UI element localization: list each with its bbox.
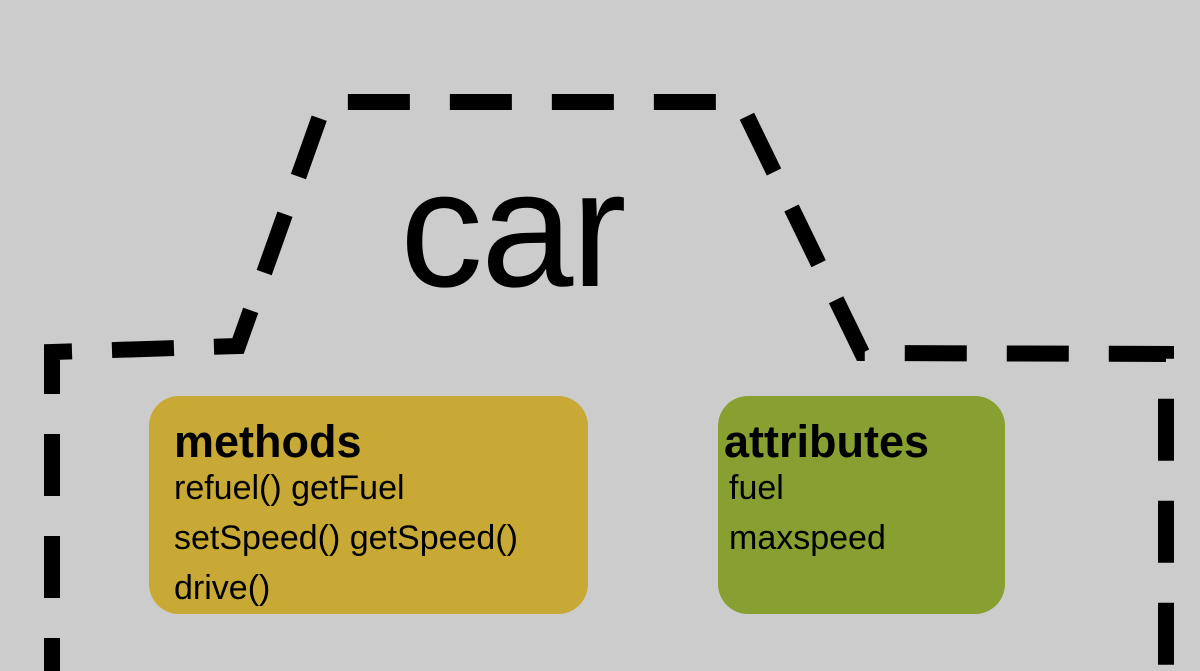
attribute-item: fuel — [729, 469, 784, 507]
diagram-title: car — [400, 137, 627, 322]
method-item: refuel() getFuel — [174, 469, 405, 507]
methods-heading: methods — [174, 416, 362, 467]
attribute-item: maxspeed — [729, 519, 886, 557]
method-item: setSpeed() getSpeed() — [174, 519, 518, 557]
attributes-list: fuel maxspeed — [724, 463, 1005, 563]
method-item: drive() — [174, 569, 271, 607]
attributes-heading: attributes — [724, 416, 930, 467]
methods-box: methods refuel() getFuel setSpeed() getS… — [149, 396, 588, 614]
attributes-box: attributes fuel maxspeed — [718, 396, 1005, 614]
car-body-outline — [44, 94, 1174, 671]
methods-list: refuel() getFuel setSpeed() getSpeed() d… — [174, 463, 588, 613]
